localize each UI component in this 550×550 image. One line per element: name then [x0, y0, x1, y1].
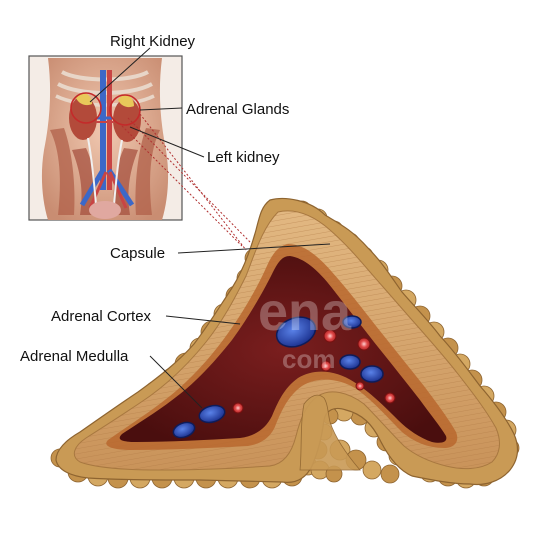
leader-capsule	[177, 243, 331, 254]
artery	[232, 402, 244, 414]
vein	[342, 315, 362, 329]
label-right-kidney: Right Kidney	[110, 33, 196, 50]
adrenal-gland-cross-section: ena com	[50, 197, 520, 489]
artery	[320, 360, 332, 372]
watermark-main: ena	[258, 282, 352, 342]
label-adrenal-medulla: Adrenal Medulla	[20, 348, 129, 365]
torso-anatomy-icon	[41, 58, 169, 220]
fat-lobule	[362, 460, 382, 480]
leader-adrenal-medulla	[149, 355, 203, 409]
vein	[360, 365, 384, 383]
vein	[198, 404, 226, 424]
leader-left-kidney	[129, 126, 205, 158]
right-adrenal-highlight	[70, 92, 102, 124]
artery	[355, 381, 365, 391]
leader-lines	[89, 47, 331, 409]
artery	[357, 337, 371, 351]
leader-adrenal-glands	[139, 107, 183, 111]
vein	[339, 354, 361, 370]
vein	[172, 421, 196, 439]
artery	[384, 392, 396, 404]
label-capsule: Capsule	[110, 245, 165, 262]
zoom-connector-lines	[121, 113, 253, 251]
fat-lobule	[380, 464, 400, 484]
adrenal-medulla-region	[119, 256, 447, 443]
vessels-group	[172, 315, 396, 439]
leader-adrenal-cortex	[165, 315, 241, 325]
inset-torso	[28, 55, 183, 221]
label-left-kidney: Left kidney	[207, 149, 280, 166]
watermark-sub: com	[282, 344, 335, 374]
vein	[275, 316, 317, 348]
artery	[323, 329, 337, 343]
gland-central-fold	[299, 394, 361, 471]
label-adrenal-cortex: Adrenal Cortex	[51, 308, 152, 325]
leader-right-kidney	[89, 47, 151, 103]
label-adrenal-glands: Adrenal Glands	[186, 101, 289, 118]
